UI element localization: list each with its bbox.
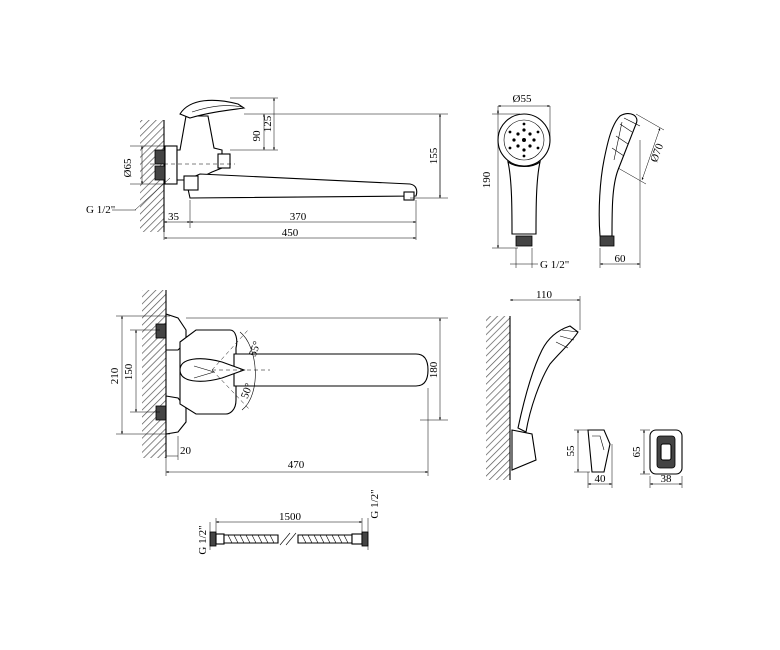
shower-holder-view: 110 55 40 65 38	[486, 289, 683, 488]
spray-holes	[508, 122, 540, 158]
dim-450-label: 450	[282, 227, 299, 239]
shower-head-side-view: Ø70 60	[598, 113, 666, 268]
dim-65-label: 65	[631, 446, 643, 458]
dim-155-label: 155	[428, 147, 440, 164]
thread-label: G 1/2"	[86, 204, 115, 216]
diameter-55-label: Ø55	[513, 93, 532, 105]
dim-35-label: 35	[168, 211, 180, 223]
diameter-70-label: Ø70	[648, 142, 666, 164]
angle-50-label: 50°	[239, 382, 256, 401]
dim-370-label: 370	[290, 211, 307, 223]
faucet-side-view: Ø65 G 1/2" 35 370 450 90 125 155	[86, 97, 448, 240]
dim-60-label: 60	[615, 253, 627, 265]
shower-hose: G 1/2" 1500 G 1/2"	[197, 489, 381, 554]
diameter-65-label: Ø65	[122, 158, 134, 177]
dim-40-label: 40	[595, 473, 607, 485]
dim-90-label: 90	[251, 130, 263, 142]
hose-thread-right-label: G 1/2"	[369, 489, 381, 518]
dim-110-label: 110	[536, 289, 553, 301]
dim-38-label: 38	[661, 473, 673, 485]
dim-210-label: 210	[109, 367, 121, 384]
angle-55-label: 55°	[247, 340, 264, 359]
shower-head-front-view: Ø55 190 G 1/2"	[481, 93, 569, 271]
dim-190-label: 190	[481, 171, 493, 188]
faucet-plan-view: 210 150 55° 50° 180 20 470	[109, 290, 448, 476]
hose-thread-left-label: G 1/2"	[197, 525, 209, 554]
dim-470-label: 470	[288, 459, 305, 471]
shower-thread-label: G 1/2"	[540, 259, 569, 271]
dim-125-label: 125	[262, 115, 274, 132]
dim-150-label: 150	[123, 363, 135, 380]
wall-hatch-holder	[486, 316, 510, 480]
dim-20-label: 20	[180, 445, 192, 457]
dim-180-label: 180	[428, 361, 440, 378]
hose-length-label: 1500	[279, 511, 302, 523]
wall-hatch-plan	[142, 290, 166, 458]
dim-55-label: 55	[565, 445, 577, 457]
